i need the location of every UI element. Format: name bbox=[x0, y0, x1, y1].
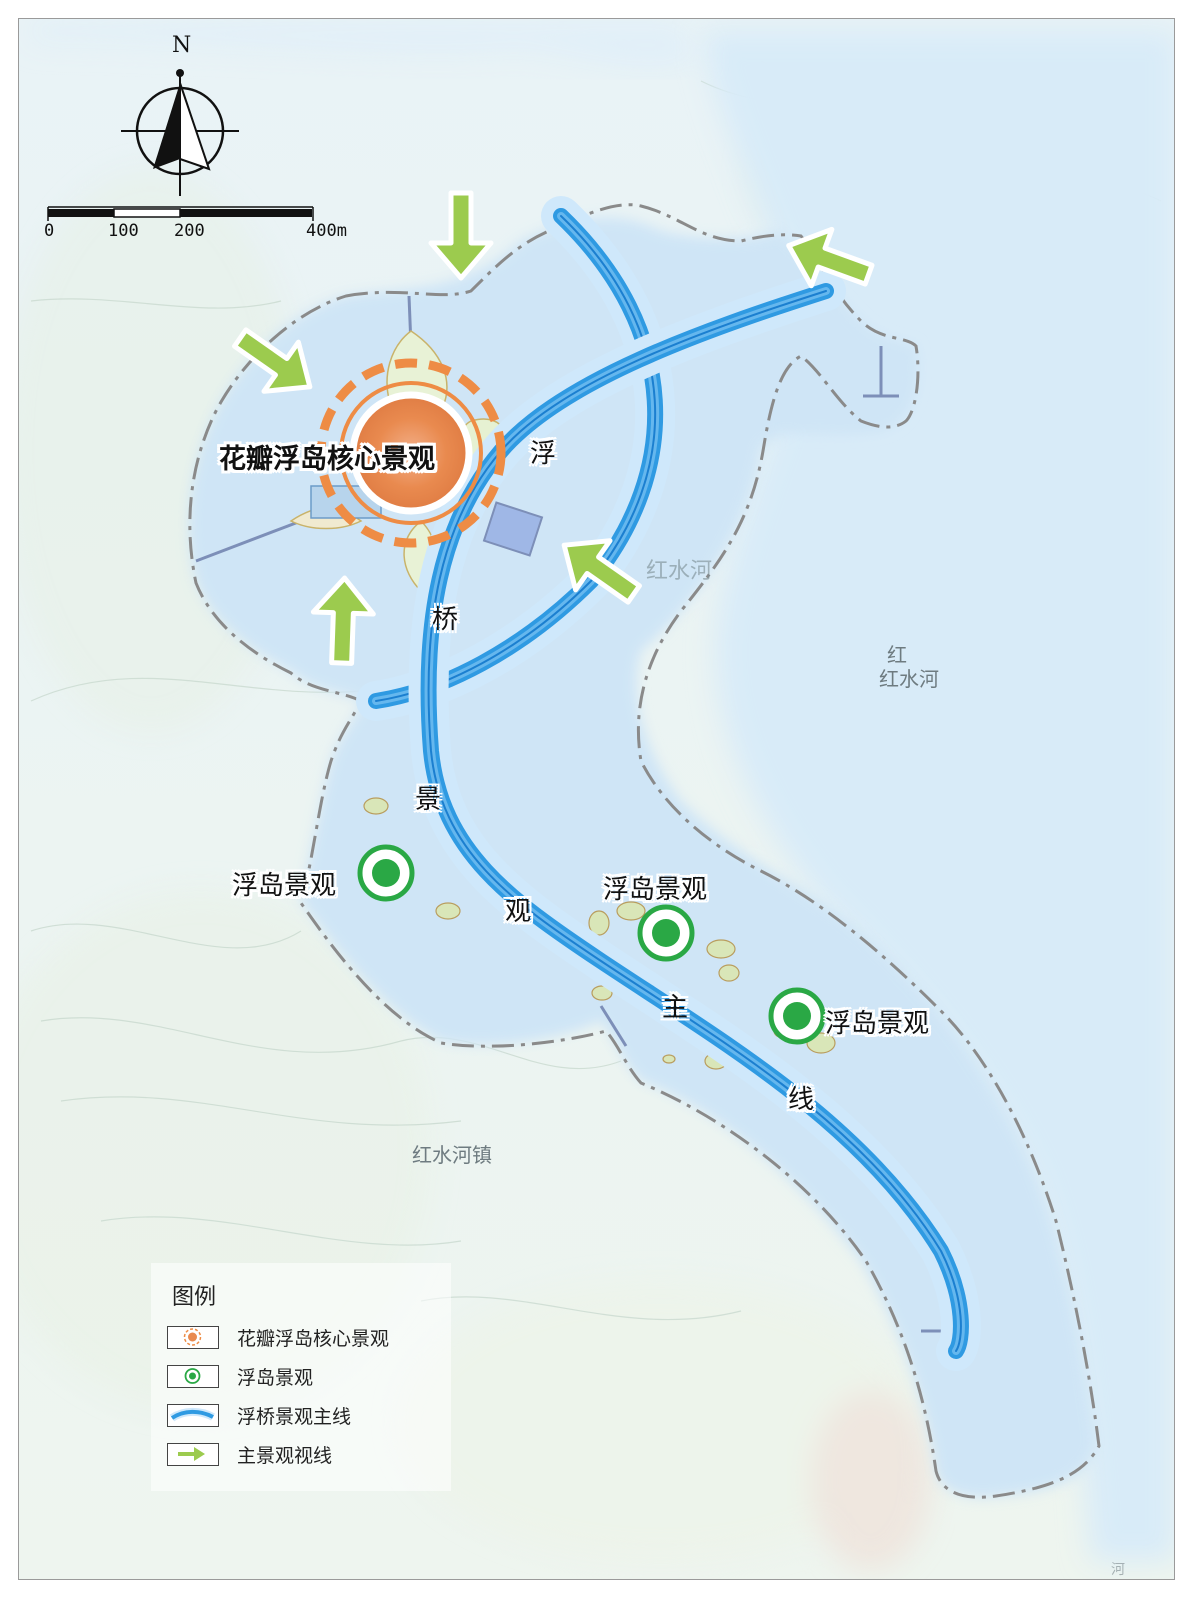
north-label: N bbox=[172, 33, 192, 58]
scale-tick-200: 200 bbox=[174, 221, 205, 241]
map-canvas bbox=[19, 19, 1174, 1579]
north-arrow bbox=[121, 69, 239, 196]
legend-item-bridge-label: 浮桥景观主线 bbox=[237, 1406, 352, 1428]
bridge-char-4: 观 bbox=[505, 897, 532, 927]
core-landscape-icon bbox=[183, 1328, 202, 1346]
map-frame: N 0 100 200 400m 花瓣浮岛核心景观 浮岛景观 浮岛景观 浮岛景观… bbox=[18, 18, 1175, 1580]
floating-island-icon bbox=[184, 1368, 201, 1384]
sightline-arrow-north bbox=[428, 190, 494, 281]
place-river-main: 红水河 bbox=[879, 667, 939, 691]
bridge-char-1: 浮 bbox=[530, 439, 557, 469]
floating-island-label-2: 浮岛景观 bbox=[603, 875, 708, 905]
core-landscape-label: 花瓣浮岛核心景观 bbox=[219, 444, 435, 475]
place-river-edge: 河 bbox=[1111, 1562, 1125, 1578]
core-landscape-marker bbox=[316, 358, 506, 548]
legend-title: 图例 bbox=[172, 1285, 217, 1310]
place-town: 红水河镇 bbox=[412, 1143, 492, 1167]
sightline-arrows bbox=[231, 190, 875, 666]
scale-tick-100: 100 bbox=[108, 221, 139, 241]
floating-island-label-1: 浮岛景观 bbox=[232, 871, 337, 901]
sightline-arrow-east bbox=[561, 538, 643, 605]
legend-item-sightline-box bbox=[167, 1443, 219, 1466]
north-water bbox=[31, 21, 701, 70]
scale-tick-400: 400m bbox=[306, 221, 347, 241]
bridge-char-6: 线 bbox=[788, 1085, 815, 1115]
legend-item-core-label: 花瓣浮岛核心景观 bbox=[237, 1328, 390, 1350]
bridge-line-icon bbox=[169, 1407, 215, 1422]
scale-bar bbox=[47, 206, 314, 221]
sightline-arrow-northeast bbox=[786, 226, 875, 289]
legend-item-island-box bbox=[167, 1365, 219, 1388]
bridge-char-5: 主 bbox=[662, 993, 689, 1023]
sightline-arrow-icon bbox=[178, 1447, 205, 1461]
scale-tick-0: 0 bbox=[44, 221, 55, 241]
bridge-char-3: 景 bbox=[415, 785, 442, 815]
floating-island-markers bbox=[357, 844, 826, 1045]
bridge-char-2: 桥 bbox=[432, 605, 459, 635]
legend-item-island-label: 浮岛景观 bbox=[237, 1367, 314, 1389]
place-river-faint: 红水河 bbox=[646, 559, 713, 584]
sightline-arrow-west bbox=[231, 327, 313, 394]
floating-bridge-main-line bbox=[356, 196, 981, 1371]
floating-island-label-3: 浮岛景观 bbox=[825, 1009, 930, 1039]
small-island-clusters bbox=[363, 797, 836, 1070]
legend-item-bridge-box bbox=[167, 1404, 219, 1427]
legend-item-core-box bbox=[167, 1326, 219, 1349]
sightline-arrow-south bbox=[310, 575, 376, 666]
place-river-small: 红 bbox=[887, 643, 907, 667]
legend-item-sightline-label: 主景观视线 bbox=[237, 1445, 333, 1467]
